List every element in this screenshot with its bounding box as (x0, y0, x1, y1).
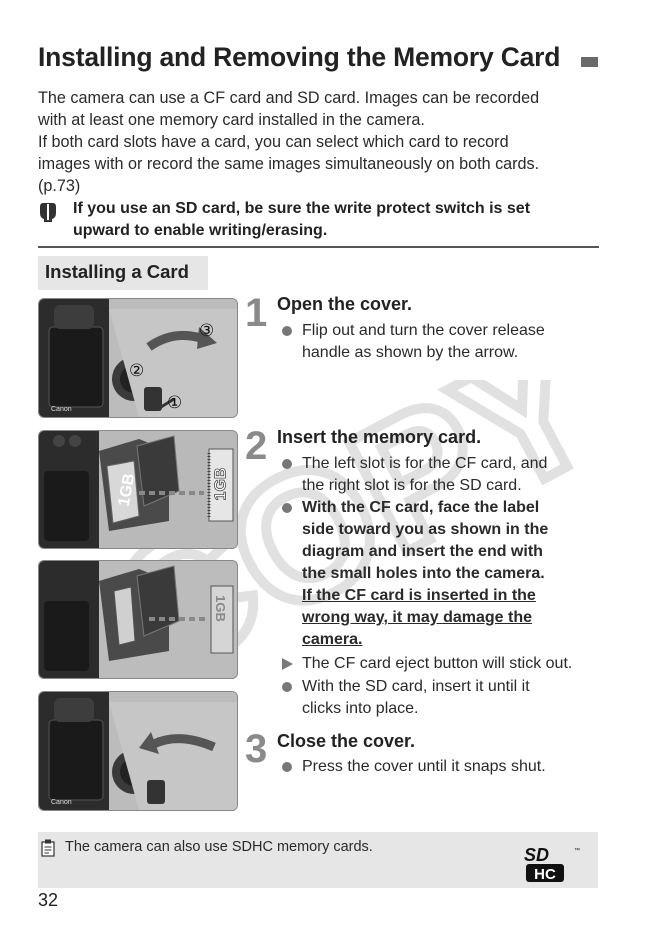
step2-bullet-2: With the CF card, face the label side to… (282, 497, 602, 651)
bullet-dot-icon (282, 682, 292, 692)
brand-logo: Canon (51, 406, 72, 413)
photo-insert-sd: 1GB (38, 560, 238, 679)
step-title-2: Insert the memory card. (277, 427, 482, 447)
step2-b3-line-1: The CF card eject button will stick out. (302, 655, 573, 672)
sdhc-logo-top: SD (524, 845, 549, 865)
step1-bullet: Flip out and turn the cover release hand… (282, 320, 602, 364)
step-number-2: 2 (245, 424, 268, 468)
bullet-dot-icon (282, 459, 292, 469)
title-marker (581, 57, 598, 67)
intro-line-4: images with or record the same images si… (38, 155, 540, 173)
step2-bullet-3: The CF card eject button will stick out. (282, 653, 602, 675)
section-divider (38, 246, 599, 248)
caution-icon (40, 203, 56, 222)
note-box (38, 832, 598, 888)
step2-warning-line-1: If the CF card is inserted in the (302, 587, 536, 604)
photo-open-cover: Canon ③ ② ① (38, 298, 238, 418)
page-number: 32 (38, 890, 59, 910)
bullet-dot-icon (282, 503, 292, 513)
step2-b2-line-2: side toward you as shown in the (302, 521, 549, 538)
caution-line-2: upward to enable writing/erasing. (73, 222, 328, 239)
step2-warning-line-2: wrong way, it may damage the (302, 609, 532, 626)
step2-b2-line-1: With the CF card, face the label (302, 499, 540, 516)
step2-b4-line-2: clicks into place. (302, 700, 419, 717)
caution-text: If you use an SD card, be sure the write… (73, 198, 593, 242)
callout-2: ② (129, 361, 145, 380)
step1-bullet-line-1: Flip out and turn the cover release (302, 322, 545, 339)
intro-line-5: (p.73) (38, 177, 81, 195)
step-title-3: Close the cover. (277, 731, 416, 751)
step2-b1-line-1: The left slot is for the CF card, and (302, 455, 548, 472)
sdhc-logo-bottom: HC (534, 866, 556, 883)
caution-line-1: If you use an SD card, be sure the write… (73, 200, 531, 217)
bullet-dot-icon (282, 326, 292, 336)
step2-bullet-1: The left slot is for the CF card, and th… (282, 453, 602, 497)
step2-warning-line-3: camera. (302, 631, 363, 648)
intro-line-1: The camera can use a CF card and SD card… (38, 89, 540, 107)
bullet-dot-icon (282, 762, 292, 772)
sdhc-logo: SD ™ HC (524, 845, 580, 883)
page-title: Installing and Removing the Memory Card (38, 42, 561, 72)
note-icon (41, 839, 55, 857)
step-number-1: 1 (245, 291, 268, 335)
cf-card-side-label: 1GB (212, 467, 230, 501)
intro-line-2: with at least one memory card installed … (38, 111, 425, 129)
photo-close-cover: Canon (38, 691, 238, 811)
step3-bullet-line-1: Press the cover until it snaps shut. (302, 758, 546, 775)
step2-bullet-4: With the SD card, insert it until it cli… (282, 676, 602, 720)
step3-bullet: Press the cover until it snaps shut. (282, 756, 602, 778)
photo-insert-cards: 1GB 1GB (38, 430, 238, 549)
result-arrow-icon (282, 658, 293, 670)
brand-logo-2: Canon (51, 799, 72, 806)
step-title-1: Open the cover. (277, 294, 413, 314)
sd-card-label: 1GB (212, 595, 228, 622)
callout-1: ① (167, 393, 183, 412)
step2-b2-line-3: diagram and insert the end with (302, 543, 543, 560)
step-number-3: 3 (245, 727, 268, 771)
step1-bullet-line-2: handle as shown by the arrow. (302, 344, 519, 361)
callout-3: ③ (199, 321, 215, 340)
sdhc-logo-tm: ™ (574, 847, 580, 854)
step2-b4-line-1: With the SD card, insert it until it (302, 678, 530, 695)
note-text: The camera can also use SDHC memory card… (65, 839, 373, 855)
step2-b1-line-2: the right slot is for the SD card. (302, 477, 522, 494)
step2-b2-line-4: the small holes into the camera. (302, 565, 545, 582)
intro-line-3: If both card slots have a card, you can … (38, 133, 509, 151)
section-heading: Installing a Card (38, 256, 208, 290)
